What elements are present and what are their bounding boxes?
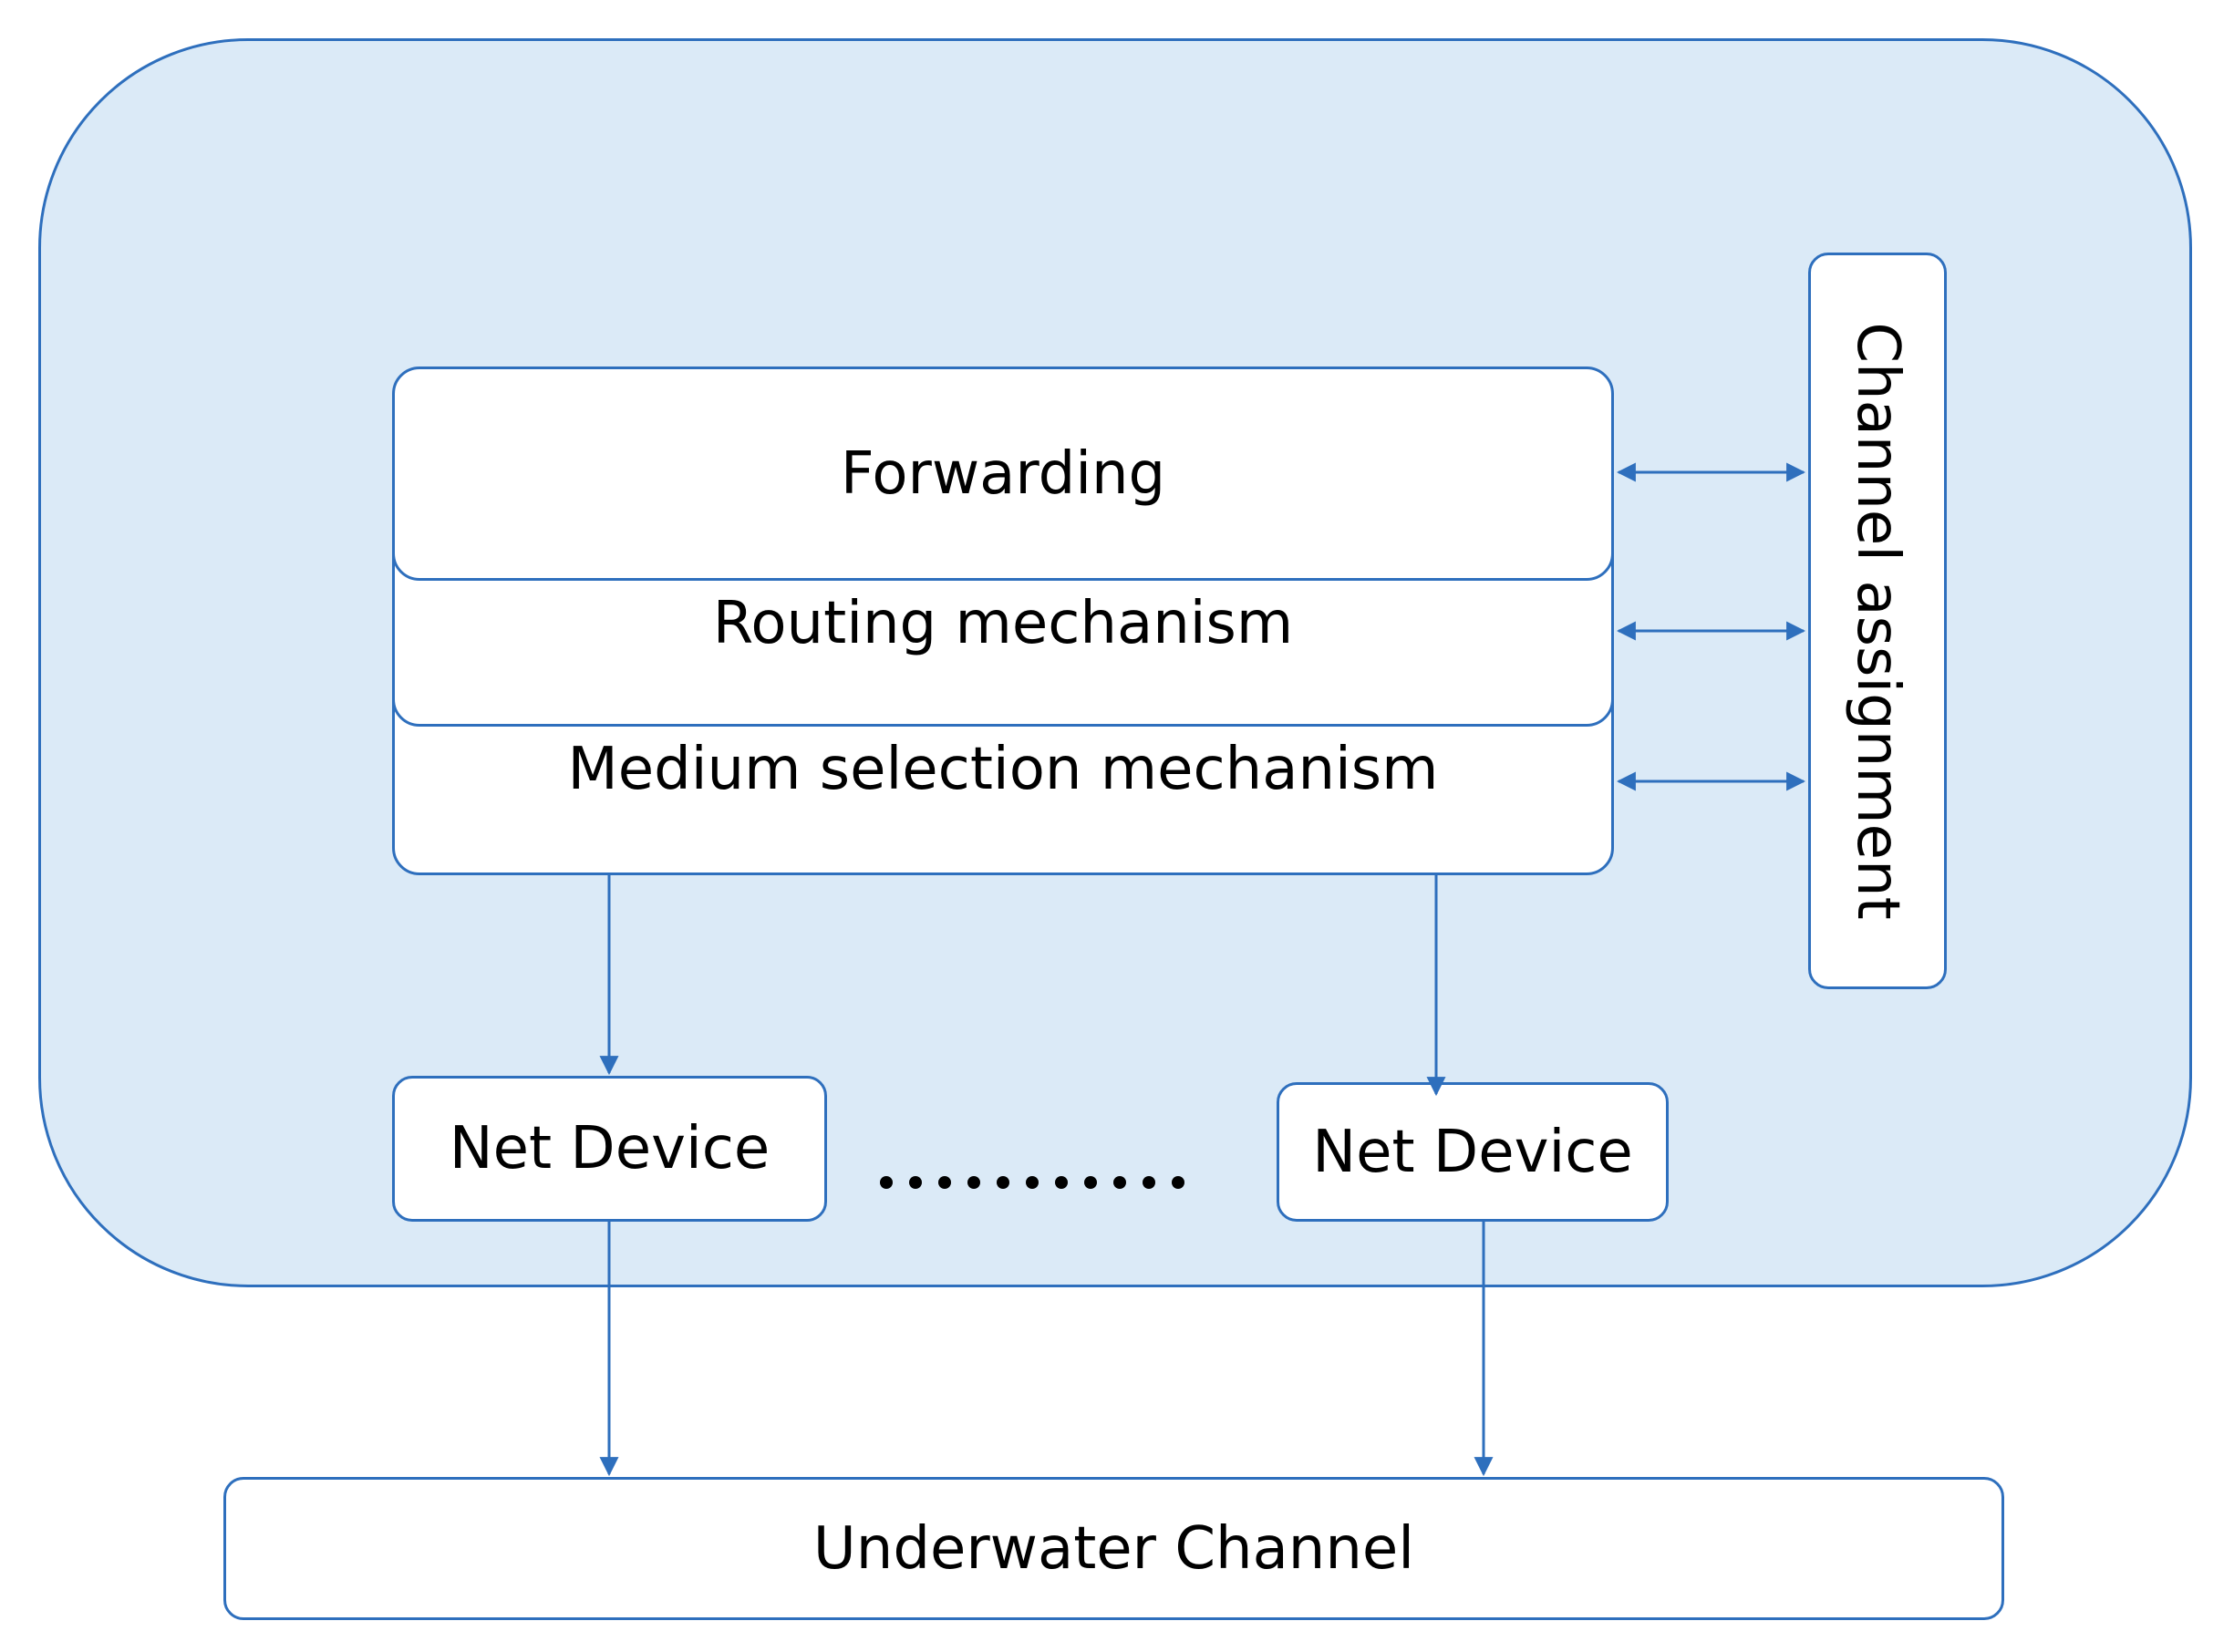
net-device-right-label: Net Device [1312, 1118, 1633, 1186]
net-device-right: Net Device [1277, 1082, 1669, 1222]
forwarding-layer: Forwarding [392, 367, 1614, 581]
underwater-channel-box: Underwater Channel [223, 1477, 2004, 1620]
routing-label: Routing mechanism [712, 590, 1294, 657]
net-device-left: Net Device [392, 1076, 827, 1222]
channel-assignment-label: Channel assignment [1844, 322, 1911, 920]
medium-selection-label: Medium selection mechanism [567, 736, 1439, 803]
net-device-left-label: Net Device [449, 1115, 771, 1182]
ellipsis-dots [880, 1176, 1184, 1189]
underwater-channel-label: Underwater Channel [812, 1514, 1415, 1583]
forwarding-label: Forwarding [840, 439, 1166, 508]
channel-assignment-box: Channel assignment [1808, 253, 1947, 989]
